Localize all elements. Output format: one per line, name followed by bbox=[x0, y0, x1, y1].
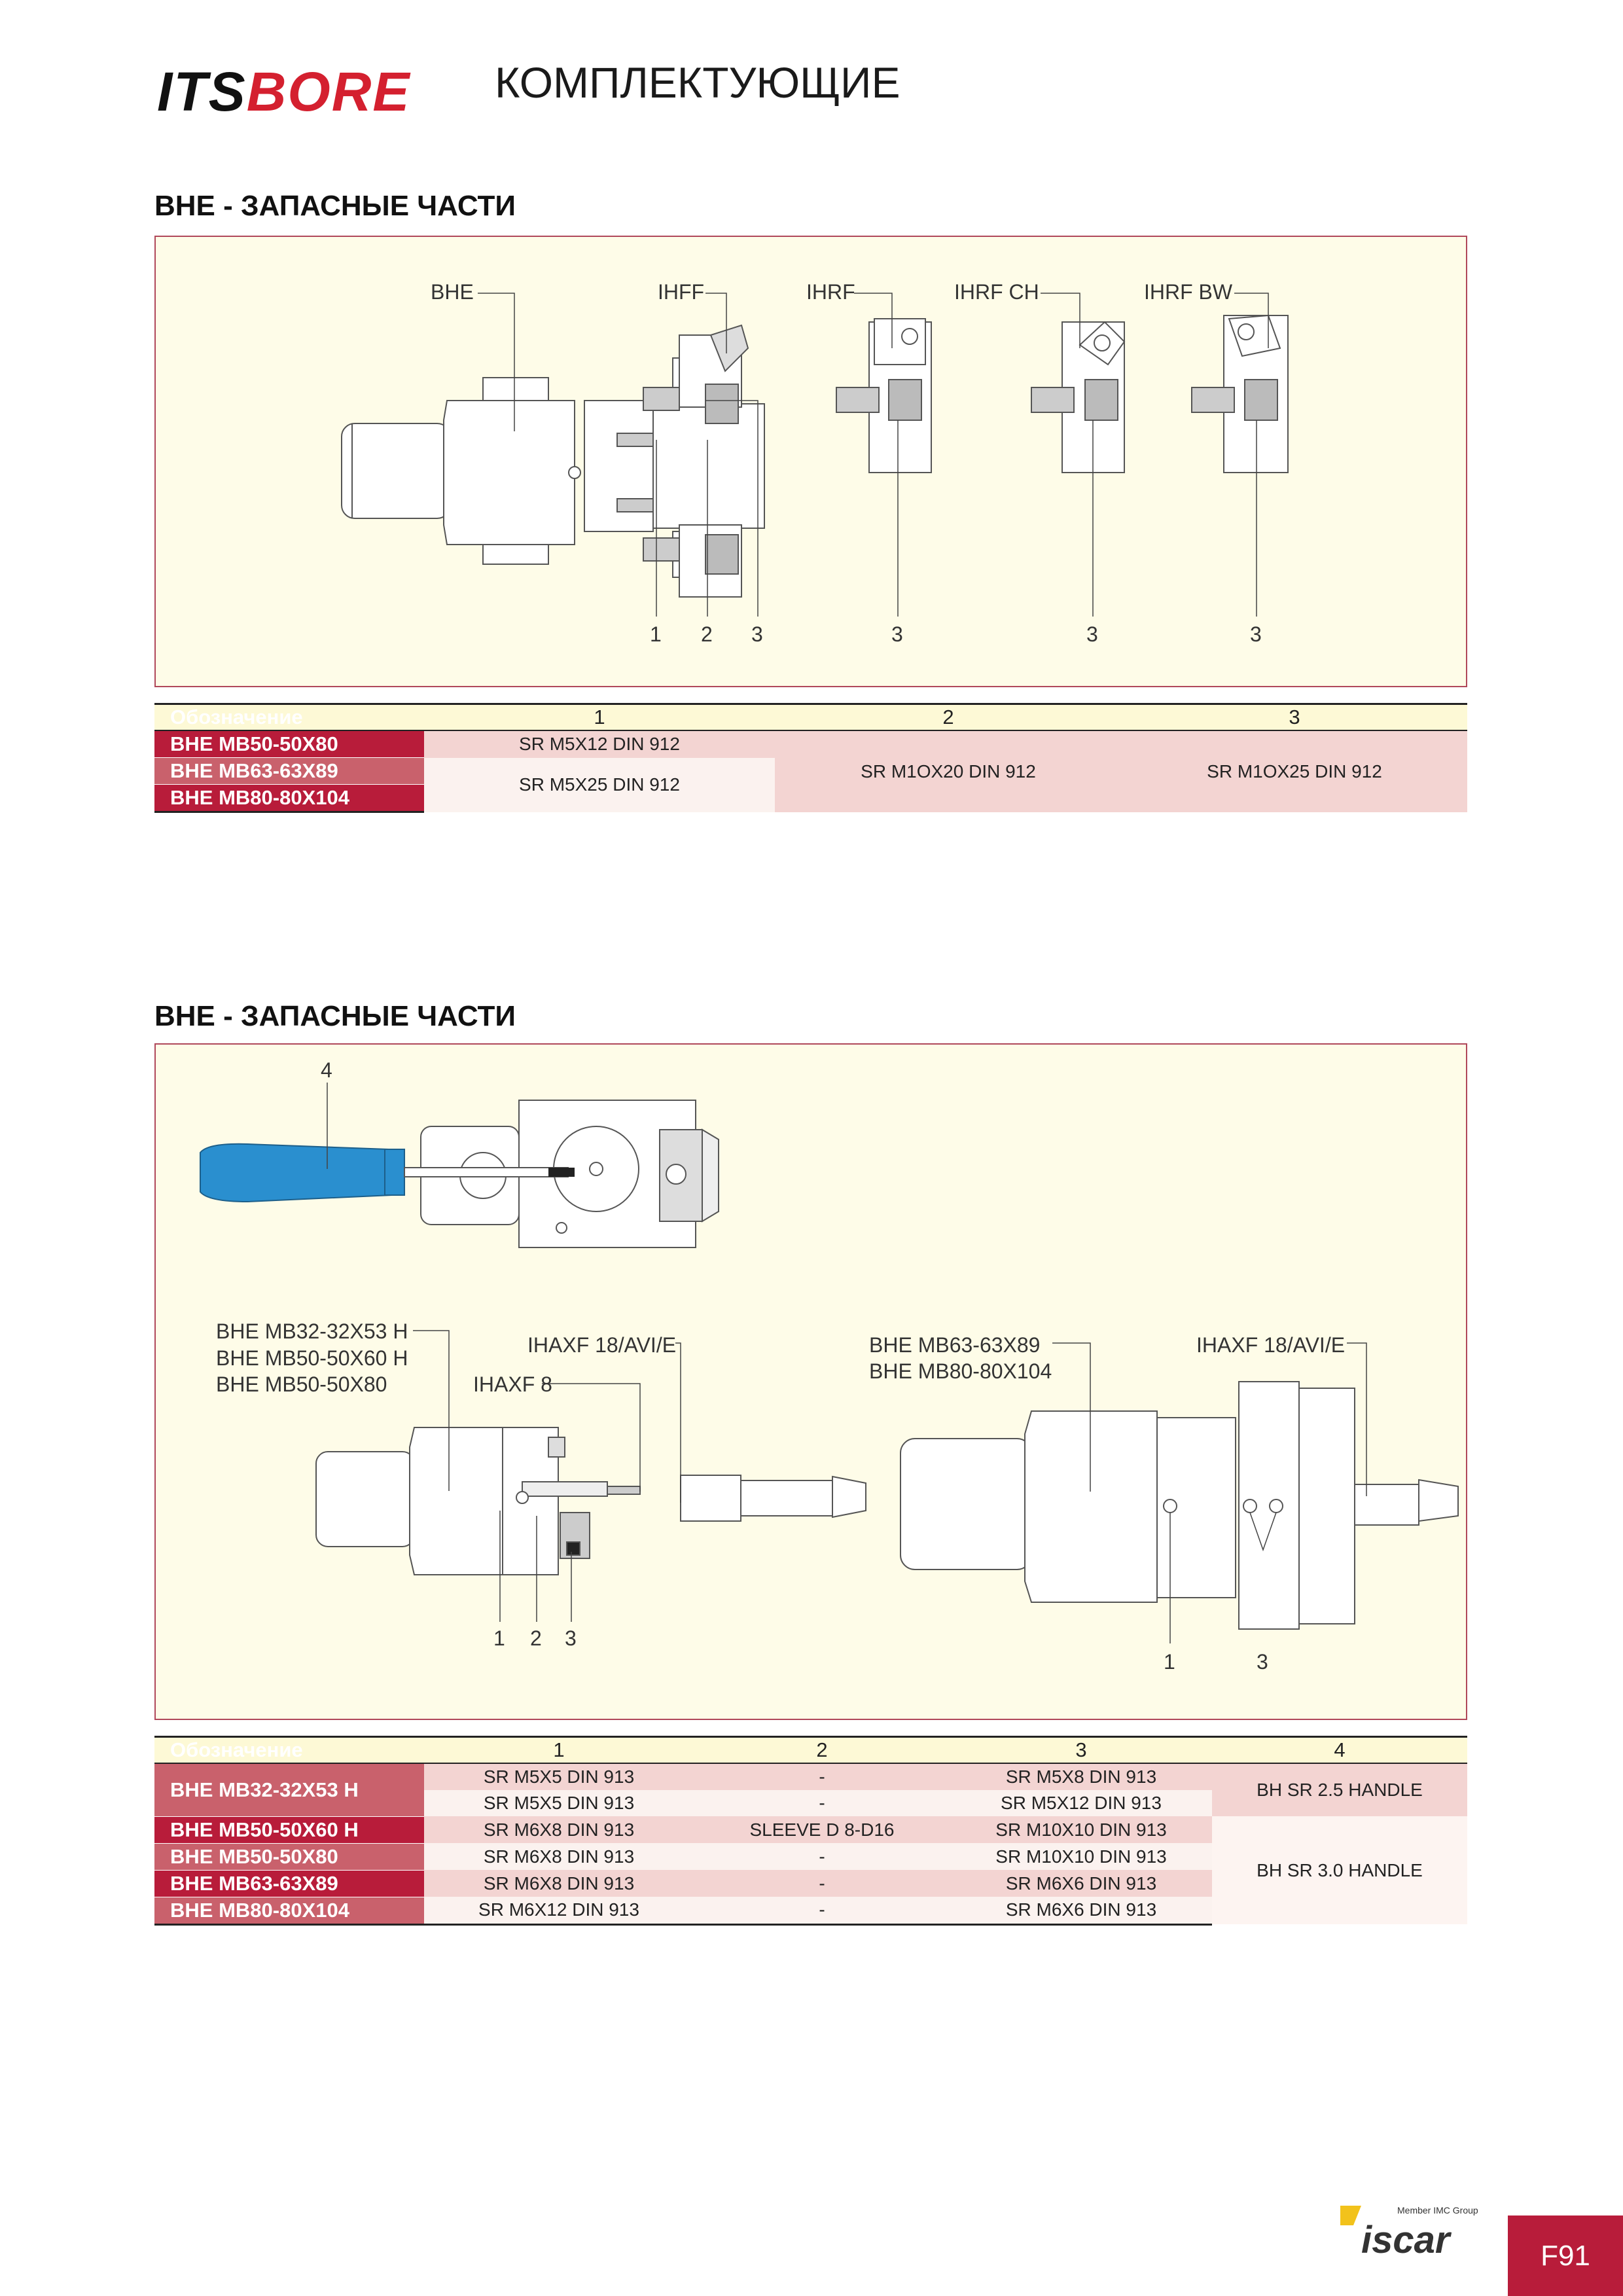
label-ihaxf8: IHAXF 8 bbox=[473, 1372, 552, 1396]
table-row: SR M5X5 DIN 913 - SR M5X12 DIN 913 bbox=[154, 1790, 1467, 1816]
svg-text:iscar: iscar bbox=[1361, 2219, 1452, 2261]
label-ihff: IHFF bbox=[658, 280, 704, 304]
label-part-3: 3 bbox=[1250, 622, 1262, 646]
label-ihaxf-b: IHAXF 18/AVI/E bbox=[1196, 1333, 1345, 1357]
label-bhe-small-3: BHE MB50-50X80 bbox=[216, 1372, 387, 1396]
table-row: BHE MB63-63X89 SR M5X25 DIN 912 bbox=[154, 757, 1467, 812]
table-row: BHE MB80-80X104 SR M6X12 DIN 913 - SR M6… bbox=[154, 1897, 1467, 1926]
label-part-4: 4 bbox=[321, 1058, 332, 1082]
label-part-1: 1 bbox=[493, 1626, 505, 1650]
itsbore-logo: ITSBORE bbox=[157, 61, 411, 122]
table-row: BHE MB63-63X89 SR M6X8 DIN 913 - SR M6X6… bbox=[154, 1870, 1467, 1897]
label-part-3: 3 bbox=[1086, 622, 1098, 646]
section-title: BHE - ЗАПАСНЫЕ ЧАСТИ bbox=[154, 190, 516, 222]
page-number: F91 bbox=[1541, 2240, 1590, 2272]
spare-parts-drawing: 4 BHE MB32-32X53 H BHE MB50-50X60 H BHE … bbox=[200, 1058, 1459, 1674]
label-bhe-large-2: BHE MB80-80X104 bbox=[869, 1359, 1052, 1383]
table-header: Обозначение 1 2 3 bbox=[154, 703, 1467, 731]
drawing-panel: 4 BHE MB32-32X53 H BHE MB50-50X60 H BHE … bbox=[154, 1043, 1467, 1720]
table-row: BHE MB32-32X53 H SR M5X5 DIN 913 - SR M5… bbox=[154, 1763, 1467, 1817]
spare-parts-drawing: BHE IHFF IHRF IHRF CH IHRF BW 1 2 3 3 3 … bbox=[341, 280, 1289, 646]
label-part-3: 3 bbox=[751, 622, 763, 646]
label-part-3: 3 bbox=[891, 622, 903, 646]
table-row: BHE MB80-80X104 bbox=[154, 784, 1467, 813]
label-bhe-small-1: BHE MB32-32X53 H bbox=[216, 1319, 408, 1343]
page-number-box: F91 bbox=[1508, 2215, 1623, 2296]
label-part-3: 3 bbox=[565, 1626, 577, 1650]
label-ihrf-bw: IHRF BW bbox=[1144, 280, 1233, 304]
label-bhe-small-2: BHE MB50-50X60 H bbox=[216, 1346, 408, 1370]
label-part-1: 1 bbox=[650, 622, 662, 646]
table-header: Обозначение 1 2 3 4 bbox=[154, 1736, 1467, 1764]
label-part-2: 2 bbox=[701, 622, 713, 646]
label-part-1: 1 bbox=[1164, 1650, 1175, 1674]
label-bhe-large-1: BHE MB63-63X89 bbox=[869, 1333, 1040, 1357]
table-row: BHE MB50-50X60 H SR M6X8 DIN 913 SLEEVE … bbox=[154, 1816, 1467, 1924]
table-row: BHE MB50-50X80 SR M6X8 DIN 913 - SR M10X… bbox=[154, 1843, 1467, 1871]
section-title: BHE - ЗАПАСНЫЕ ЧАСТИ bbox=[154, 1000, 516, 1032]
svg-text:Member IMC Group: Member IMC Group bbox=[1397, 2205, 1478, 2215]
label-bhe: BHE bbox=[431, 280, 474, 304]
table-row: BHE MB50-50X80 SR M5X12 DIN 912 SR M1OX2… bbox=[154, 730, 1467, 812]
label-ihaxf-a: IHAXF 18/AVI/E bbox=[527, 1333, 676, 1357]
page-title: КОМПЛЕКТУЮЩИЕ bbox=[495, 58, 901, 107]
label-part-2: 2 bbox=[530, 1626, 542, 1650]
iscar-logo: Member IMC Group iscar bbox=[1335, 2199, 1479, 2265]
label-part-3: 3 bbox=[1257, 1650, 1268, 1674]
drawing-panel: BHE IHFF IHRF IHRF CH IHRF BW 1 2 3 3 3 … bbox=[154, 236, 1467, 687]
label-ihrf-ch: IHRF CH bbox=[954, 280, 1039, 304]
label-ihrf: IHRF bbox=[806, 280, 855, 304]
spare-parts-table-1: Обозначение 1 2 3 BHE MB50-50X80 SR M5X1… bbox=[154, 703, 1467, 813]
spare-parts-table-2: Обозначение 1 2 3 4 BHE MB32-32X53 H SR … bbox=[154, 1736, 1467, 1926]
